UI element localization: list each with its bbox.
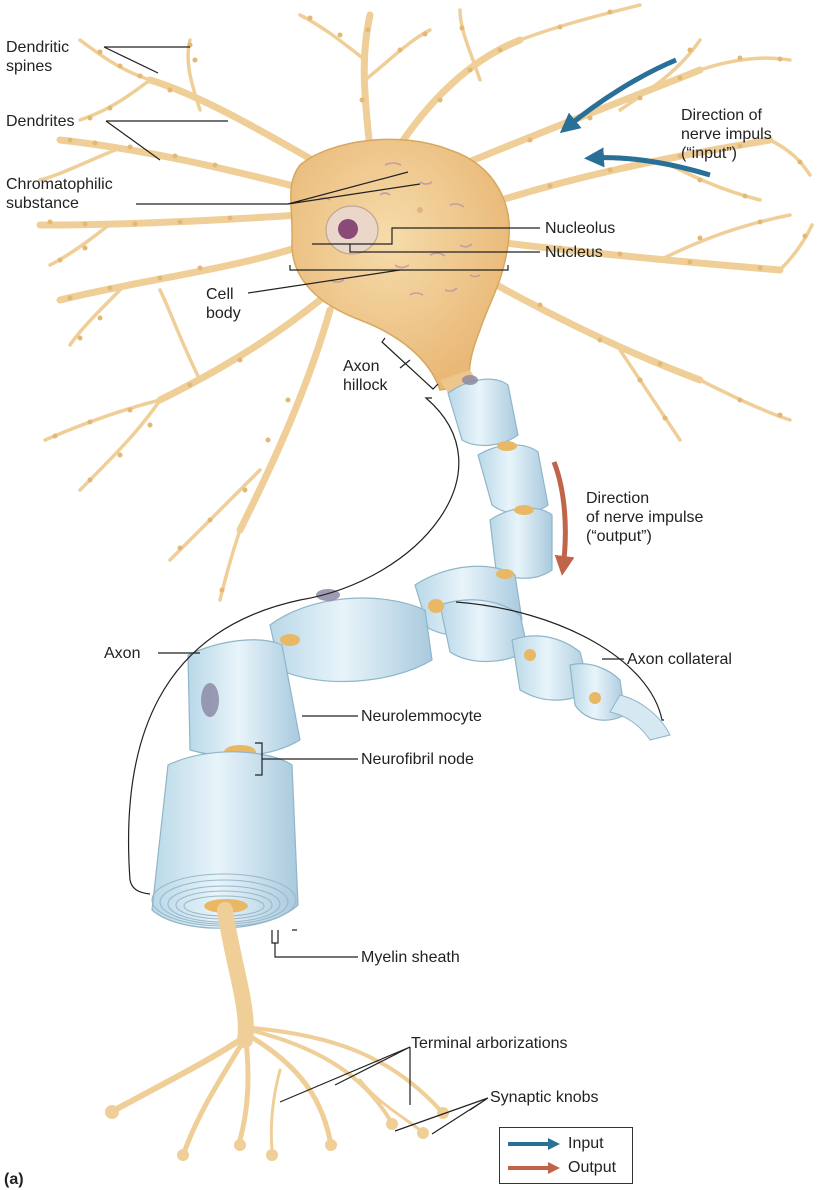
leader-lines	[103, 46, 664, 1135]
dendritic-spines-group	[47, 9, 808, 593]
label-axon-hillock: Axon hillock	[343, 358, 388, 394]
label-dendritic-spines: Dendritic spines	[6, 39, 70, 75]
label-axon: Axon	[104, 645, 141, 662]
legend: Input Output	[499, 1127, 633, 1184]
label-synaptic-knobs: Synaptic knobs	[490, 1089, 599, 1106]
output-arrow	[551, 461, 575, 576]
legend-output-row: Output	[506, 1157, 616, 1179]
label-terminal-arborizations: Terminal arborizations	[411, 1035, 568, 1052]
terminal-arborizations-group	[112, 902, 442, 1153]
label-direction-output: Direction of nerve impulse (“output”)	[586, 490, 704, 545]
myelin-segments-group	[187, 378, 626, 757]
input-arrow-1	[559, 57, 677, 134]
label-nucleolus: Nucleolus	[545, 220, 616, 237]
neurofibril-nodes-group	[224, 441, 601, 759]
cell-body-highlight	[417, 207, 423, 213]
output-arrow-icon	[508, 1162, 560, 1174]
synaptic-knobs-group	[105, 1105, 449, 1161]
label-neurolemmocyte: Neurolemmocyte	[361, 708, 482, 725]
label-myelin-sheath: Myelin sheath	[361, 949, 460, 966]
input-arrow-icon	[508, 1138, 560, 1150]
label-chromatophilic-substance: Chromatophilic substance	[6, 176, 113, 212]
label-direction-input: Direction of nerve impuls (“input”)	[681, 107, 772, 162]
axon-collateral-shape	[609, 694, 671, 741]
label-nucleus: Nucleus	[545, 244, 603, 261]
panel-letter: (a)	[4, 1171, 24, 1188]
input-arrow-2	[584, 147, 711, 178]
legend-input-label: Input	[568, 1135, 604, 1152]
label-dendrites: Dendrites	[6, 113, 75, 130]
legend-output-label: Output	[568, 1159, 617, 1176]
label-neurofibril-node: Neurofibril node	[361, 751, 474, 768]
label-cell-body: Cell body	[206, 286, 241, 322]
label-axon-collateral: Axon collateral	[627, 651, 732, 668]
legend-input-row: Input	[506, 1133, 604, 1155]
cell-body-shape	[290, 138, 511, 391]
nucleolus-shape	[338, 219, 358, 239]
